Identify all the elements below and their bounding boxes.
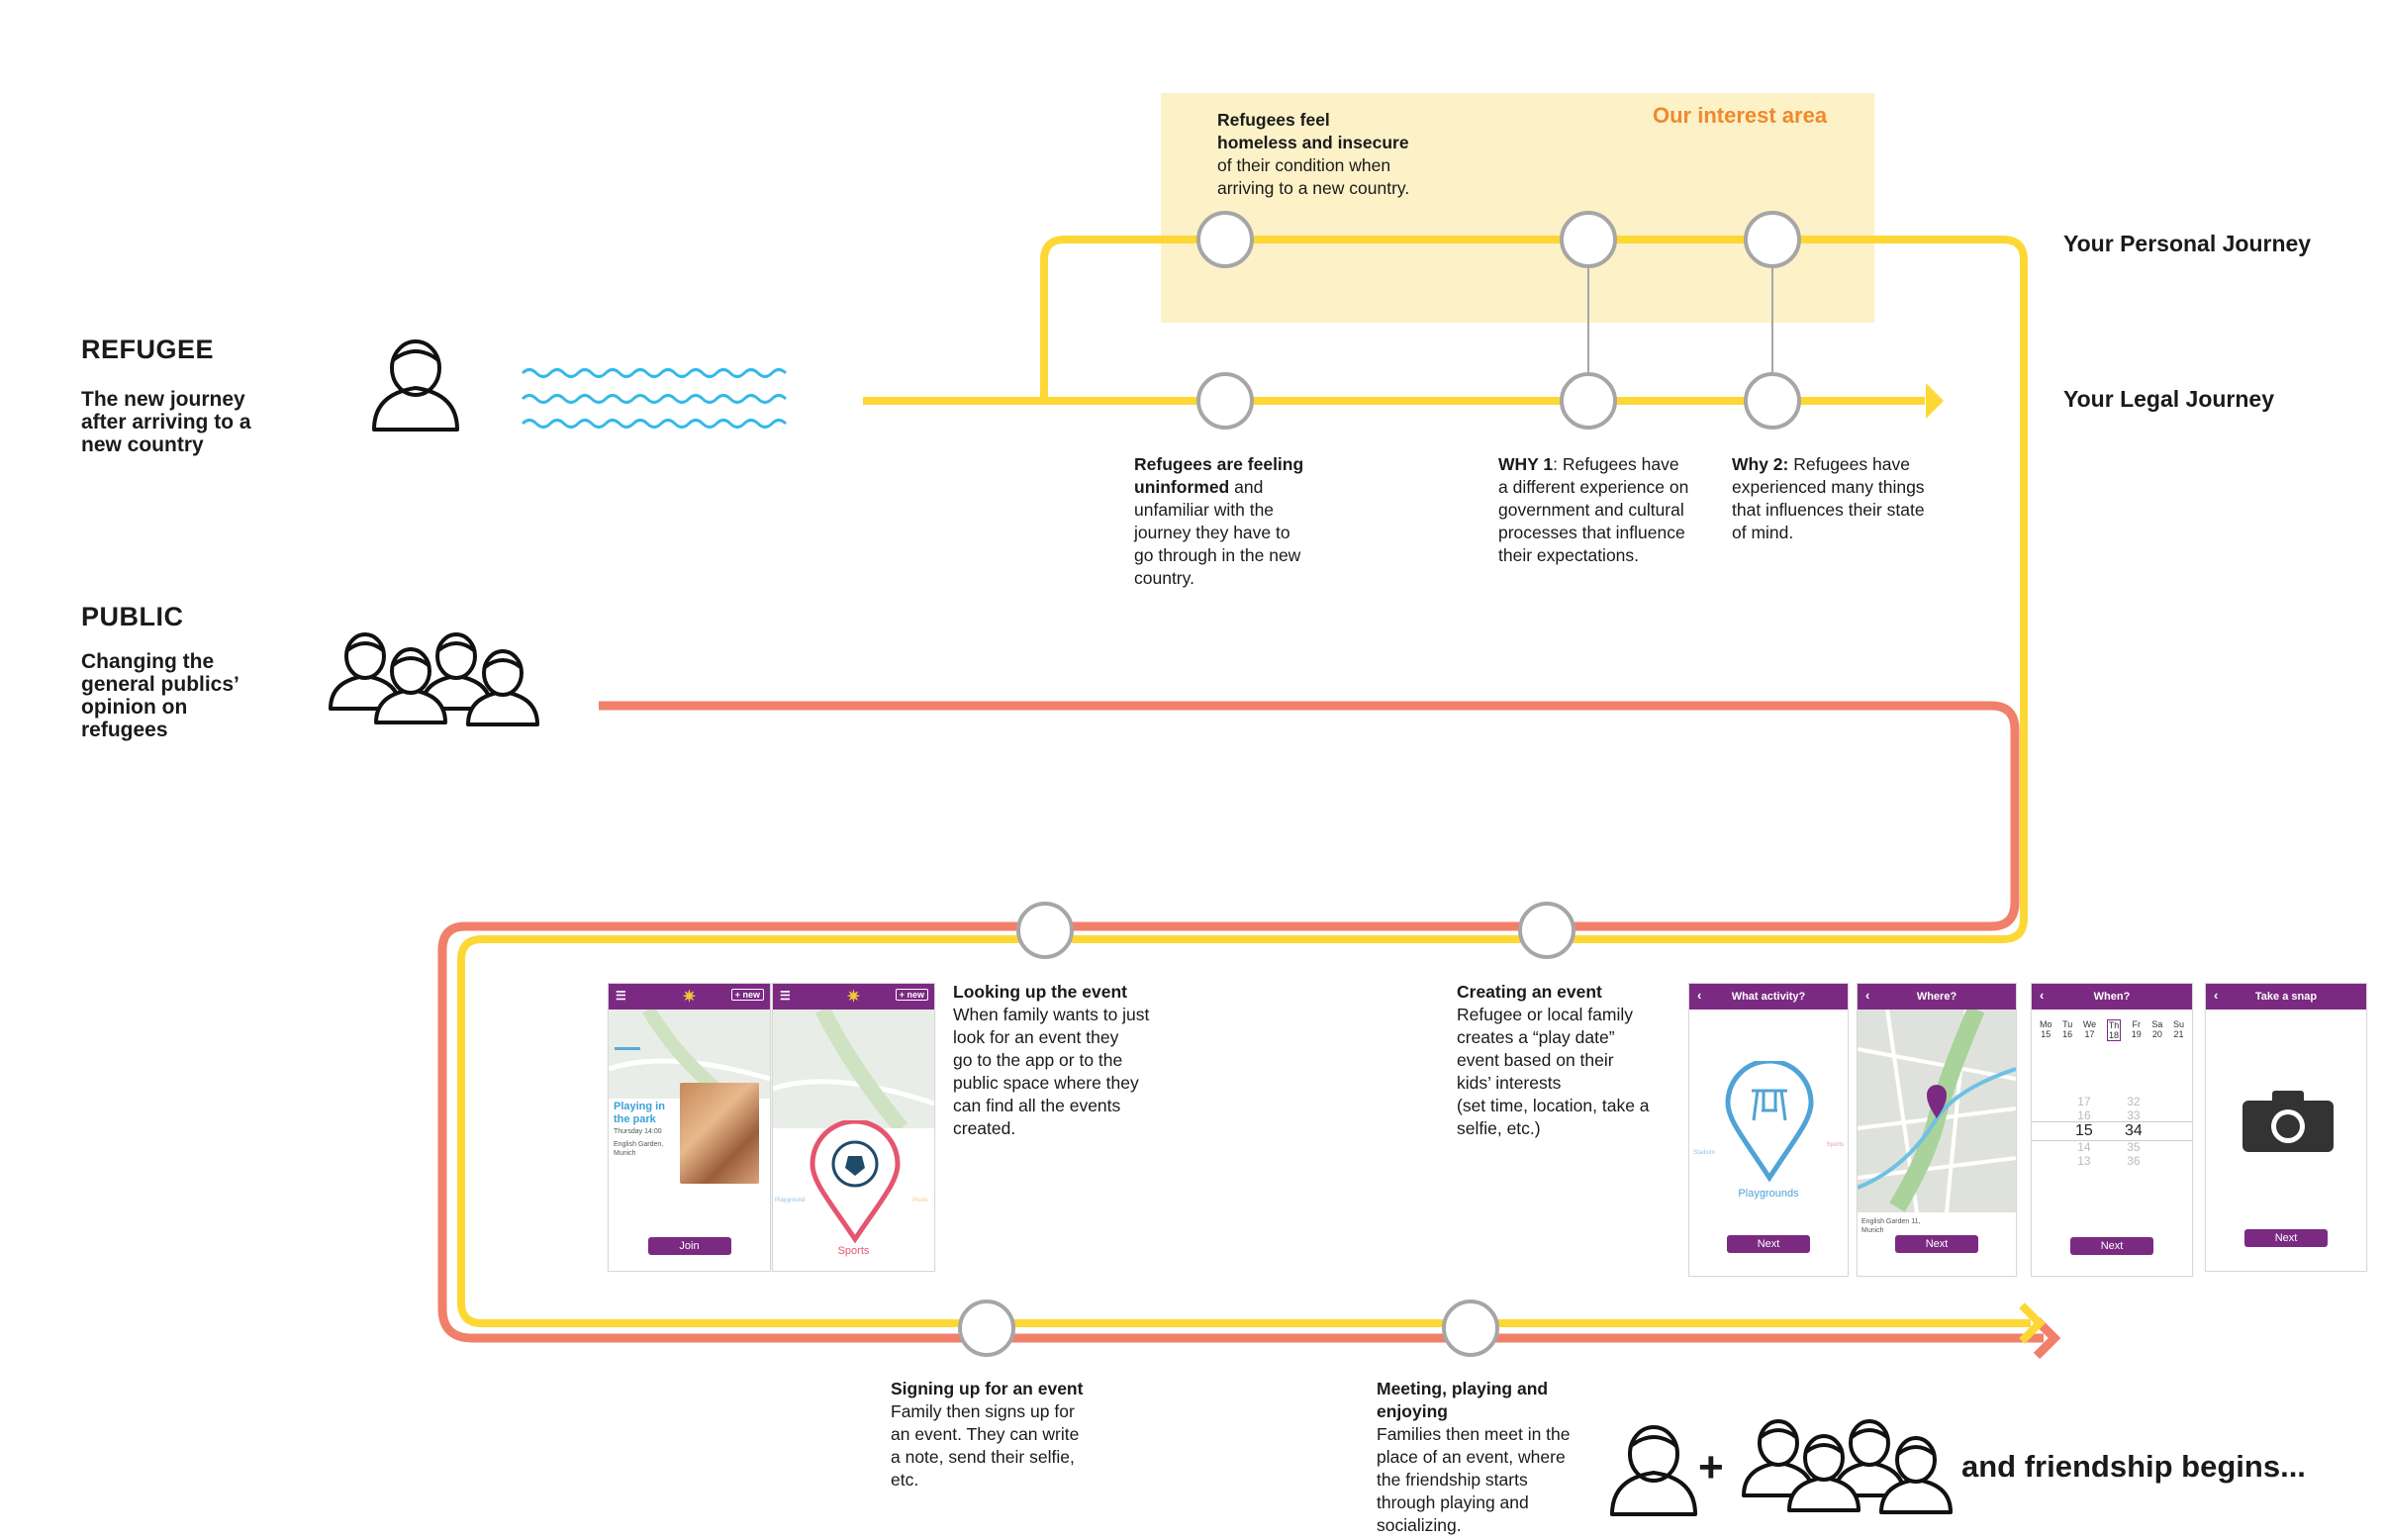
picker-selection-lines bbox=[2032, 1121, 2192, 1141]
public-subtitle: Changing the general publics’ opinion on… bbox=[81, 650, 239, 741]
picnic-pin-label: Picnic bbox=[911, 1198, 928, 1203]
camera-icon[interactable] bbox=[2242, 1091, 2334, 1152]
back-arrow-icon[interactable]: ‹ bbox=[1865, 988, 1870, 1003]
playground-pin-label: Playground bbox=[775, 1198, 806, 1203]
menu-icon[interactable]: ☰ bbox=[780, 989, 791, 1003]
milestone-why1 bbox=[1560, 372, 1617, 430]
event-title: Playing in the park bbox=[614, 1101, 665, 1125]
playground-pin-icon[interactable] bbox=[1724, 1061, 1815, 1182]
address-text: English Garden 11, Munich bbox=[1861, 1218, 1921, 1234]
join-button[interactable]: Join bbox=[647, 1237, 731, 1255]
minute-picker[interactable]: 32 33 34 35 36 bbox=[2125, 1095, 2143, 1168]
legal-journey-arrow bbox=[1926, 383, 1944, 419]
public-title: PUBLIC bbox=[81, 602, 184, 631]
screen-take-snap: ‹ Take a snap Next bbox=[2205, 983, 2367, 1272]
app-header: ‹ Where? bbox=[1858, 984, 2016, 1010]
interest-area bbox=[1161, 93, 1874, 323]
hour-picker[interactable]: 17 16 15 14 13 bbox=[2075, 1095, 2093, 1168]
screen-what-activity: ‹ What activity? Stadium Sports Playgrou… bbox=[1688, 983, 1849, 1277]
legal-journey-label: Your Legal Journey bbox=[2063, 386, 2275, 412]
back-arrow-icon[interactable]: ‹ bbox=[2040, 988, 2045, 1003]
sports-pin-icon[interactable] bbox=[809, 1120, 902, 1243]
milestone-meeting bbox=[1442, 1299, 1499, 1357]
sports-option-label: Sports bbox=[1826, 1142, 1844, 1148]
looking-note: Looking up the event When family wants t… bbox=[953, 982, 1150, 1138]
personal-journey-arrow bbox=[2019, 1302, 2046, 1344]
public-journey-arrow bbox=[2033, 1316, 2061, 1360]
homeless-note: Refugees feel homeless and insecure of t… bbox=[1217, 110, 1410, 198]
why2-note: Why 2: Refugees have experienced many th… bbox=[1732, 454, 1925, 542]
uninformed-note: Refugees are feeling uninformed and unfa… bbox=[1134, 454, 1304, 588]
interest-area-label: Our interest area bbox=[1653, 103, 1828, 128]
refugee-person-icon bbox=[372, 339, 459, 432]
new-event-button[interactable]: + new bbox=[730, 989, 764, 1001]
milestone-why2-personal bbox=[1744, 211, 1801, 268]
next-button[interactable]: Next bbox=[1727, 1235, 1810, 1253]
ending-text: and friendship begins... bbox=[1961, 1449, 2306, 1484]
plus-sign: + bbox=[1698, 1443, 1724, 1492]
swing-icon bbox=[615, 1047, 640, 1080]
public-group-icon bbox=[329, 632, 539, 726]
creating-note: Creating an event Refugee or local famil… bbox=[1457, 982, 1650, 1138]
screen-event-detail: ☰ ✷ + new Playing in the park Thursday 1… bbox=[608, 983, 771, 1272]
back-arrow-icon[interactable]: ‹ bbox=[2214, 988, 2219, 1003]
public-journey-line bbox=[437, 701, 2044, 1343]
app-header: ‹ Take a snap bbox=[2206, 984, 2366, 1010]
event-place: English Garden, Munich bbox=[614, 1141, 664, 1157]
screen-title: When? bbox=[2093, 991, 2131, 1003]
map-view[interactable] bbox=[773, 1006, 934, 1134]
screen-title: What activity? bbox=[1731, 991, 1806, 1003]
milestone-creating bbox=[1518, 902, 1575, 959]
pinwheel-logo-icon: ✷ bbox=[682, 989, 697, 1006]
next-button[interactable]: Next bbox=[2070, 1237, 2153, 1255]
personal-journey-line bbox=[457, 236, 2031, 1327]
app-header: ‹ When? bbox=[2032, 984, 2192, 1010]
sea-waves-icon bbox=[521, 368, 788, 429]
refugee-subtitle: The new journey after arriving to a new … bbox=[81, 388, 251, 456]
app-header: ☰ ✷ + new bbox=[609, 984, 770, 1010]
screen-title: Where? bbox=[1916, 991, 1957, 1003]
sports-label: Sports bbox=[837, 1245, 870, 1257]
back-arrow-icon[interactable]: ‹ bbox=[1697, 988, 1702, 1003]
final-refugee-icon bbox=[1610, 1425, 1697, 1516]
screen-where: ‹ Where? English Garden 11, Munich Next bbox=[1857, 983, 2017, 1277]
new-event-button[interactable]: + new bbox=[895, 989, 928, 1001]
milestone-signing bbox=[958, 1299, 1015, 1357]
map-view[interactable] bbox=[1858, 1006, 2016, 1213]
stadium-label: Stadium bbox=[1693, 1150, 1716, 1156]
milestone-looking bbox=[1016, 902, 1074, 959]
screen-event-map: ☰ ✷ + new Playground Picnic Sports bbox=[772, 983, 935, 1272]
next-button[interactable]: Next bbox=[1895, 1235, 1978, 1253]
milestone-why1-personal bbox=[1560, 211, 1617, 268]
screen-title: Take a snap bbox=[2254, 991, 2318, 1003]
event-time: Thursday 14:00 bbox=[614, 1128, 662, 1135]
personal-journey-label: Your Personal Journey bbox=[2063, 231, 2312, 256]
menu-icon[interactable]: ☰ bbox=[616, 989, 626, 1003]
app-header: ‹ What activity? bbox=[1689, 984, 1848, 1010]
app-header: ☰ ✷ + new bbox=[773, 984, 934, 1010]
why1-note: WHY 1: Refugees have a different experie… bbox=[1498, 454, 1689, 565]
milestone-homeless bbox=[1196, 211, 1254, 268]
final-group-icon bbox=[1742, 1419, 1953, 1514]
next-button[interactable]: Next bbox=[2244, 1229, 2328, 1247]
meeting-note: Meeting, playing and enjoying Families t… bbox=[1377, 1379, 1571, 1535]
signing-note: Signing up for an event Family then sign… bbox=[891, 1379, 1084, 1490]
refugee-title: REFUGEE bbox=[81, 335, 215, 364]
playgrounds-label: Playgrounds bbox=[1738, 1188, 1799, 1200]
milestone-uninformed bbox=[1196, 372, 1254, 430]
kids-selfie-photo bbox=[680, 1083, 759, 1184]
milestone-why2 bbox=[1744, 372, 1801, 430]
pinwheel-logo-icon: ✷ bbox=[846, 989, 861, 1006]
